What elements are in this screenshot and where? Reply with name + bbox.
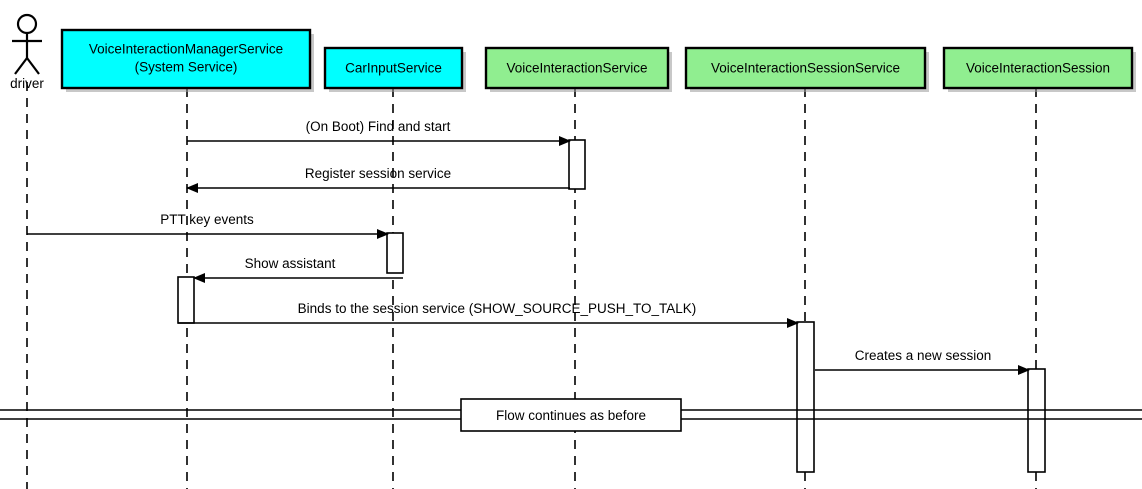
message-label-m4: Show assistant bbox=[245, 256, 336, 271]
participants-group: VoiceInteractionManagerService (System Se… bbox=[60, 28, 1136, 92]
activations-group bbox=[177, 139, 1046, 473]
participant-label-carinput: CarInputService bbox=[345, 61, 442, 76]
participant-viss[interactable]: VoiceInteractionSessionService bbox=[684, 46, 929, 92]
actor-head-icon bbox=[16, 13, 38, 35]
message-label-m1: (On Boot) Find and start bbox=[306, 119, 451, 134]
participant-vis[interactable]: VoiceInteractionService bbox=[484, 46, 672, 92]
divider-label: Flow continues as before bbox=[496, 408, 646, 423]
message-label-m5: Binds to the session service (SHOW_SOURC… bbox=[298, 301, 697, 316]
message-label-m3: PTT key events bbox=[160, 212, 254, 227]
participant-sublabel-vims: (System Service) bbox=[135, 60, 238, 75]
divider-box[interactable] bbox=[460, 398, 682, 432]
message-label-m2: Register session service bbox=[305, 166, 451, 181]
participant-label-vis: VoiceInteractionService bbox=[506, 61, 647, 76]
message-label-m6: Creates a new session bbox=[855, 348, 992, 363]
activation-bar-vis bbox=[568, 139, 586, 190]
participant-vise[interactable]: VoiceInteractionSession bbox=[942, 46, 1136, 92]
participant-label-vise: VoiceInteractionSession bbox=[966, 61, 1110, 76]
participant-box-viss[interactable] bbox=[684, 46, 927, 90]
participant-box-carinput[interactable] bbox=[323, 46, 464, 90]
actor-leg-left-icon bbox=[14, 57, 28, 75]
message-m3[interactable]: PTT key events bbox=[27, 212, 389, 239]
message-m1[interactable]: (On Boot) Find and start bbox=[187, 119, 571, 146]
message-m6[interactable]: Creates a new session bbox=[815, 348, 1030, 375]
message-m2[interactable]: Register session service bbox=[186, 166, 570, 193]
actor-leg-right-icon bbox=[26, 57, 40, 75]
message-m4[interactable]: Show assistant bbox=[193, 256, 403, 283]
participant-label-viss: VoiceInteractionSessionService bbox=[711, 61, 900, 76]
actors-group: driver bbox=[10, 13, 44, 91]
participant-label-vims: VoiceInteractionManagerService bbox=[89, 42, 283, 57]
activation-bar-vise bbox=[1027, 368, 1046, 473]
participant-box-vims[interactable] bbox=[60, 28, 312, 90]
activation-bar-viss bbox=[796, 321, 815, 473]
actor-driver[interactable]: driver bbox=[10, 13, 44, 91]
participant-carinput[interactable]: CarInputService bbox=[323, 46, 466, 92]
divider-group: Flow continues as before bbox=[0, 398, 1142, 432]
participant-vims[interactable]: VoiceInteractionManagerService (System Se… bbox=[60, 28, 314, 92]
activation-bar-carinput bbox=[386, 232, 404, 274]
actor-label-driver: driver bbox=[10, 76, 44, 91]
participant-box-vis[interactable] bbox=[484, 46, 670, 90]
activation-bar-vims bbox=[177, 276, 195, 324]
message-m5[interactable]: Binds to the session service (SHOW_SOURC… bbox=[178, 301, 799, 328]
participant-box-vise[interactable] bbox=[942, 46, 1134, 90]
